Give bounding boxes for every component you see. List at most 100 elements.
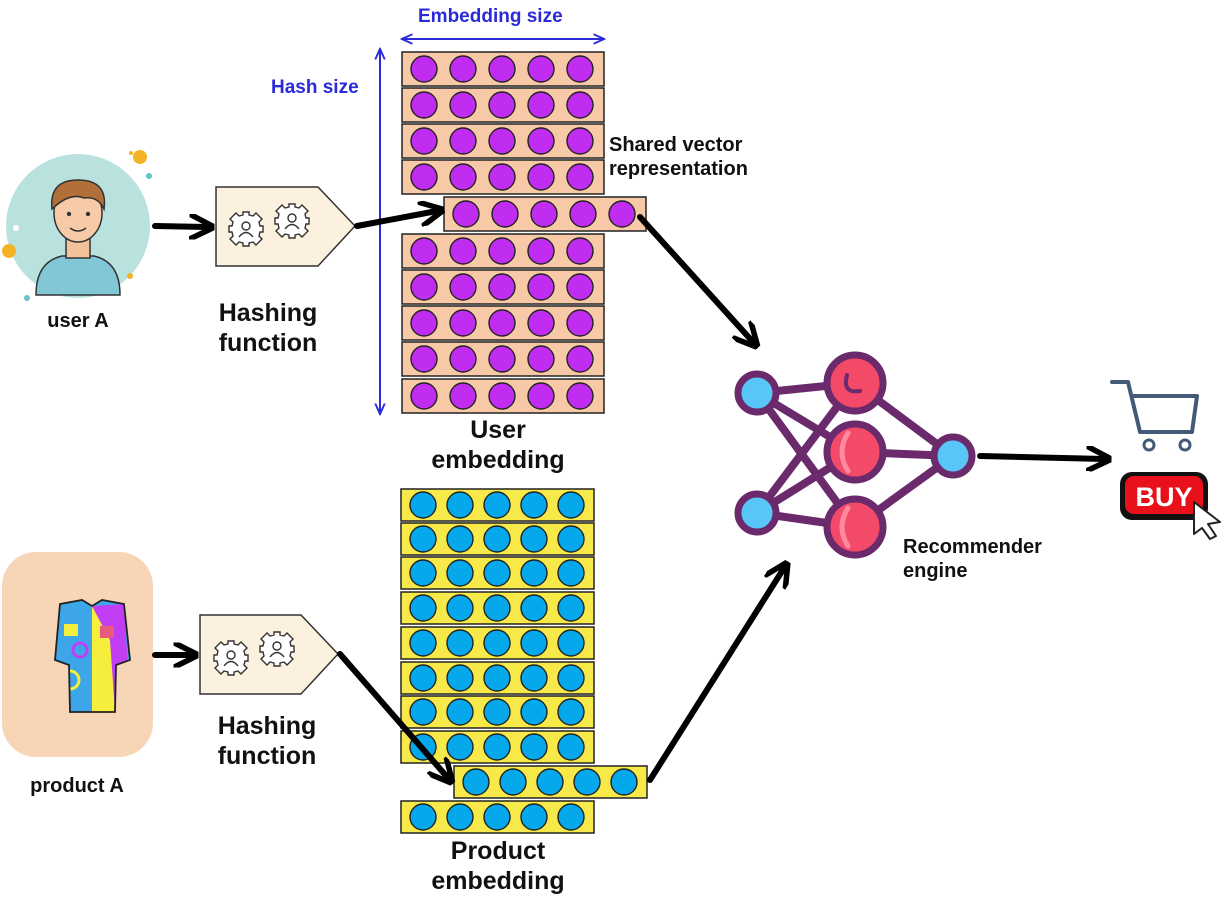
- embedding-row: [401, 269, 605, 305]
- embedding-cell: [557, 594, 585, 622]
- user-label: user A: [47, 310, 109, 332]
- embedding-row: [400, 488, 595, 522]
- embedding-row: [401, 233, 605, 269]
- embedding-row: [400, 661, 595, 695]
- embedding-cell: [527, 309, 555, 337]
- embedding-cell: [569, 200, 597, 228]
- embedding-cell: [527, 55, 555, 83]
- hashing-line2: function: [218, 329, 318, 357]
- embedding-cell: [410, 345, 438, 373]
- embedding-cell: [566, 273, 594, 301]
- embedding-cell: [520, 803, 548, 831]
- embedding-cell: [449, 91, 477, 119]
- embedding-cell: [446, 733, 474, 761]
- embedding-cell: [488, 163, 516, 191]
- shared-vector-line1: Shared vector: [609, 134, 743, 156]
- shopping-cart-icon: [1110, 380, 1199, 452]
- product-embedding-table: [400, 488, 648, 834]
- embedding-cell: [488, 382, 516, 410]
- embedding-row: [401, 159, 605, 195]
- embedding-cell: [527, 91, 555, 119]
- embedding-cell: [520, 733, 548, 761]
- embedding-cell: [608, 200, 636, 228]
- embedding-cell: [488, 309, 516, 337]
- arrow-user-embedding-to-engine: [637, 214, 753, 342]
- embedding-cell: [410, 382, 438, 410]
- embedding-cell: [520, 559, 548, 587]
- buy-button[interactable]: BUY: [1120, 472, 1221, 540]
- embedding-cell: [520, 664, 548, 692]
- gear-icon: [274, 203, 310, 239]
- embedding-cell: [446, 491, 474, 519]
- embedding-row: [400, 591, 595, 625]
- arrow-product-embedding-to-engine: [647, 568, 784, 783]
- embedding-cell: [410, 91, 438, 119]
- embedding-cell: [527, 273, 555, 301]
- embedding-cell: [557, 491, 585, 519]
- arrow-user-to-hash: [152, 226, 207, 227]
- shirt-icon: [2, 552, 153, 757]
- embedding-cell: [520, 491, 548, 519]
- embedding-cell: [557, 664, 585, 692]
- product-embedding-label: Product embedding: [428, 836, 568, 896]
- hashing-line2: function: [217, 742, 317, 770]
- embedding-row-selected: [453, 765, 648, 799]
- embedding-cell: [409, 594, 437, 622]
- shared-vector-label: Shared vector representation: [609, 133, 748, 181]
- embedding-cell: [527, 163, 555, 191]
- product-label: product A: [30, 775, 124, 797]
- embedding-cell: [409, 525, 437, 553]
- gear-icon: [259, 631, 295, 667]
- embedding-row: [400, 556, 595, 590]
- embedding-cell: [410, 273, 438, 301]
- embedding-cell: [557, 803, 585, 831]
- arrow-hash-to-product-embedding: [337, 651, 448, 778]
- embedding-cell: [449, 127, 477, 155]
- embedding-cell: [520, 525, 548, 553]
- buy-label: BUY: [1135, 482, 1192, 512]
- embedding-cell: [488, 55, 516, 83]
- embedding-cell: [449, 55, 477, 83]
- embedding-cell: [488, 273, 516, 301]
- flow-arrows: [152, 211, 1104, 783]
- embedding-cell: [483, 803, 511, 831]
- embedding-cell: [449, 163, 477, 191]
- embedding-cell: [566, 127, 594, 155]
- embedding-cell: [483, 594, 511, 622]
- user-embedding-label: User embedding: [428, 415, 568, 475]
- hashing-line1: Hashing: [218, 299, 318, 327]
- embedding-cell: [483, 664, 511, 692]
- embedding-cell: [557, 559, 585, 587]
- product-embedding-line2: embedding: [431, 867, 565, 895]
- embedding-row: [401, 87, 605, 123]
- embedding-row-selected: [443, 196, 647, 232]
- embedding-cell: [452, 200, 480, 228]
- user-embedding-table: [401, 51, 647, 414]
- embedding-cell: [557, 629, 585, 657]
- embedding-row: [400, 695, 595, 729]
- embedding-cell: [557, 733, 585, 761]
- embedding-cell: [566, 237, 594, 265]
- hashing-line1: Hashing: [217, 712, 317, 740]
- embedding-row: [401, 305, 605, 341]
- embedding-cell: [610, 768, 638, 796]
- embedding-cell: [410, 127, 438, 155]
- embedding-cell: [449, 273, 477, 301]
- embedding-cell: [488, 91, 516, 119]
- embedding-cell: [488, 345, 516, 373]
- embedding-row: [400, 522, 595, 556]
- embedding-cell: [557, 698, 585, 726]
- hashing-function-label-bottom: Hashing function: [197, 711, 337, 771]
- recommender-engine-label: Recommender engine: [903, 535, 1042, 583]
- gear-icon: [228, 211, 264, 247]
- embedding-cell: [409, 698, 437, 726]
- embedding-cell: [446, 803, 474, 831]
- embedding-row: [401, 51, 605, 87]
- embedding-row: [400, 800, 595, 834]
- embedding-cell: [536, 768, 564, 796]
- embedding-cell: [488, 237, 516, 265]
- embedding-cell: [449, 382, 477, 410]
- embedding-cell: [409, 491, 437, 519]
- embedding-cell: [483, 698, 511, 726]
